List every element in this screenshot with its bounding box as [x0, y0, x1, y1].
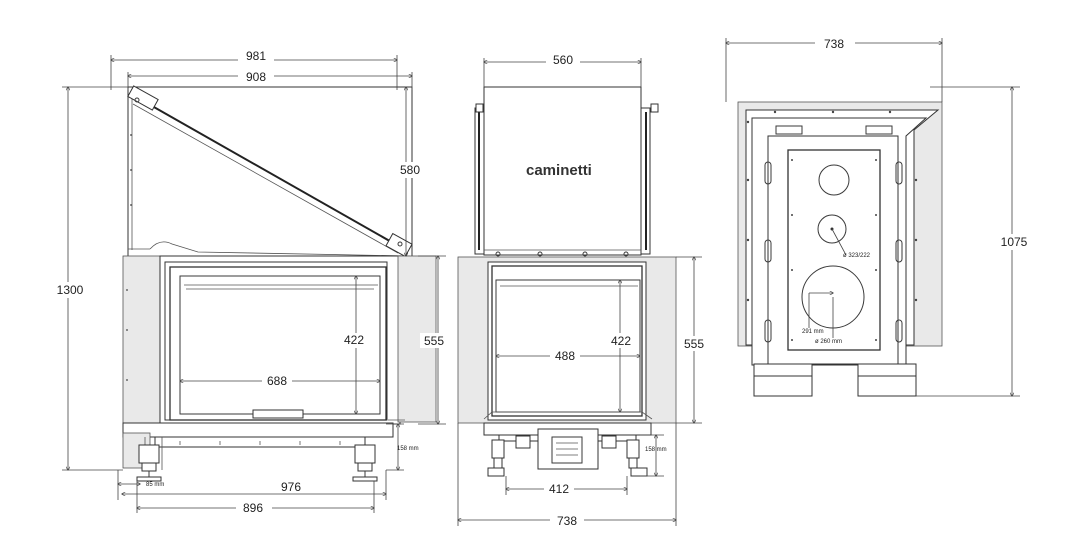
front-firebox-body: [457, 256, 677, 424]
dim-981: 981: [246, 49, 266, 63]
dim-560: 560: [553, 53, 573, 67]
top-view: ø 323/222 291 mm ø 260 mm: [726, 36, 1036, 396]
dim-580: 580: [400, 163, 420, 177]
front-base-and-legs: [483, 422, 652, 477]
left-upper-panel: [127, 85, 413, 258]
top-feet: [753, 363, 917, 397]
dim-front-738: 738: [557, 514, 577, 528]
dim-body-height: 555: [424, 334, 444, 348]
top-dimensions: 738 1075: [726, 36, 1036, 396]
front-dimensions: 560 422 555 488 158 mm 412: [458, 52, 709, 528]
label-large-flue: ø 260 mm: [815, 339, 842, 345]
front-view: caminetti: [458, 52, 709, 528]
dim-front-glass-width: 488: [555, 349, 575, 363]
dim-glass-height: 422: [344, 333, 364, 347]
left-dimensions: 981 908 1300 580 422 55: [52, 49, 450, 515]
dim-front-glass-height: 422: [611, 334, 631, 348]
left-base-and-legs: [122, 422, 394, 482]
dim-top-738: 738: [824, 37, 844, 51]
left-firebox-body: [122, 255, 437, 425]
top-flue-plate: ø 323/222 291 mm ø 260 mm: [787, 149, 881, 351]
dim-412: 412: [549, 482, 569, 496]
dim-896: 896: [243, 501, 263, 515]
left-side-view: 981 908 1300 580 422 55: [52, 49, 450, 515]
dim-leg-offset: 85 mm: [146, 482, 164, 488]
front-upper-hood: caminetti: [474, 86, 659, 257]
dim-front-body-height: 555: [684, 337, 704, 351]
label-flue-offset: 291 mm: [802, 329, 824, 335]
label-small-flue: ø 323/222: [843, 253, 871, 259]
dim-leg-height-left: 158 mm: [397, 446, 419, 452]
dim-leg-height-front: 158 mm: [645, 447, 667, 453]
brand-logo: caminetti: [526, 162, 592, 179]
dim-glass-width: 688: [267, 374, 287, 388]
dim-908: 908: [246, 70, 266, 84]
dim-1075: 1075: [1001, 235, 1028, 249]
dim-976: 976: [281, 480, 301, 494]
dim-1300: 1300: [57, 283, 84, 297]
